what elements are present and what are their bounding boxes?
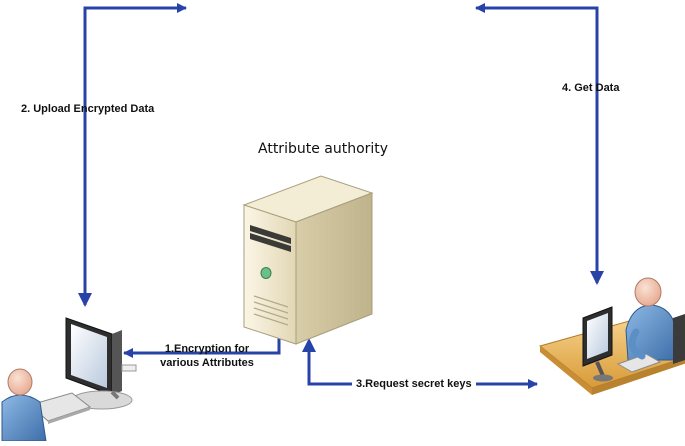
server-icon [242, 175, 374, 345]
request-keys-arrow-up-head [302, 338, 316, 352]
encryption-label-line1: 1.Encryption for [164, 343, 250, 355]
encryption-arrow [123, 338, 281, 358]
data-owner-computer-icon [1, 317, 137, 442]
attribute-authority-label: Attribute authority [258, 141, 389, 157]
upload-arrow-down-head [78, 293, 92, 307]
get-data-arrow-down-head [590, 271, 604, 285]
encryption-label-line2: various Attributes [160, 357, 254, 369]
request-secret-keys-label: 3.Request secret keys [352, 378, 476, 390]
get-data-arrow [475, 3, 599, 283]
upload-encrypted-data-label: 2. Upload Encrypted Data [21, 103, 155, 115]
get-data-label: 4. Get Data [562, 82, 620, 94]
upload-arrow [83, 3, 187, 305]
data-user-desk-icon [538, 277, 685, 395]
